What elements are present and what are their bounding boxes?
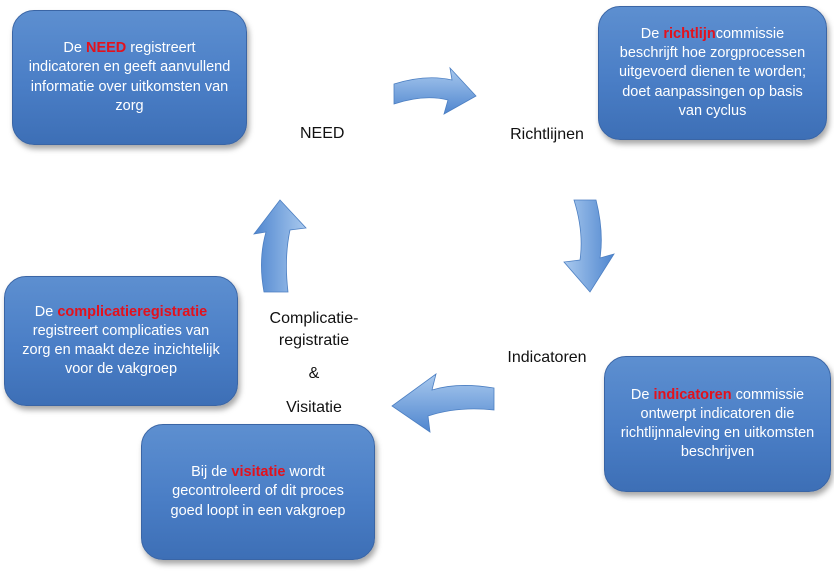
indicatoren-box-text: De indicatoren commissie ontwerpt indica… — [620, 386, 815, 461]
label-indicatoren: Indicatoren — [507, 349, 587, 366]
arrow-complicatie-to-need — [253, 199, 307, 293]
need-box: De NEED registreert indicatoren en geeft… — [12, 10, 247, 145]
indicatoren-highlight: indicatoren — [653, 386, 732, 403]
need-highlight: NEED — [85, 40, 127, 57]
label-complicatie-visitatie: Complicatie- registratie & Visitatie — [254, 308, 374, 418]
arrow-need-to-richtlijnen — [393, 66, 477, 115]
richtlijn-highlight: richtlijn — [663, 26, 716, 43]
indicatoren-box: De indicatoren commissie ontwerpt indica… — [604, 356, 831, 492]
need-box-text: De NEED registreert indicatoren en geeft… — [28, 40, 231, 114]
complicatie-box-text: De complicatieregistratie registreert co… — [22, 303, 220, 378]
label-visitatie: Visitatie — [286, 398, 342, 416]
complicatie-highlight: complicatieregistratie — [57, 303, 208, 320]
arrow-indicatoren-to-visitatie — [391, 373, 495, 433]
label-ampersand: & — [308, 365, 320, 383]
label-need: NEED — [300, 125, 345, 142]
richtlijn-box: De richtlijncommissie beschrijft hoe zor… — [598, 6, 827, 140]
label-richtlijnen: Richtlijnen — [510, 126, 584, 143]
richtlijn-box-text: De richtlijncommissie beschrijft hoe zor… — [618, 26, 807, 119]
arrow-richtlijnen-to-indicatoren — [563, 199, 615, 293]
visitatie-box-text: Bij de visitatie wordt gecontroleerd of … — [170, 464, 346, 519]
visitatie-box: Bij de visitatie wordt gecontroleerd of … — [141, 424, 375, 560]
label-complicatie-line1: Complicatie- — [269, 310, 359, 327]
label-complicatie-line2: registratie — [278, 331, 350, 349]
visitatie-highlight: visitatie — [231, 464, 286, 481]
complicatie-box: De complicatieregistratie registreert co… — [4, 276, 238, 406]
